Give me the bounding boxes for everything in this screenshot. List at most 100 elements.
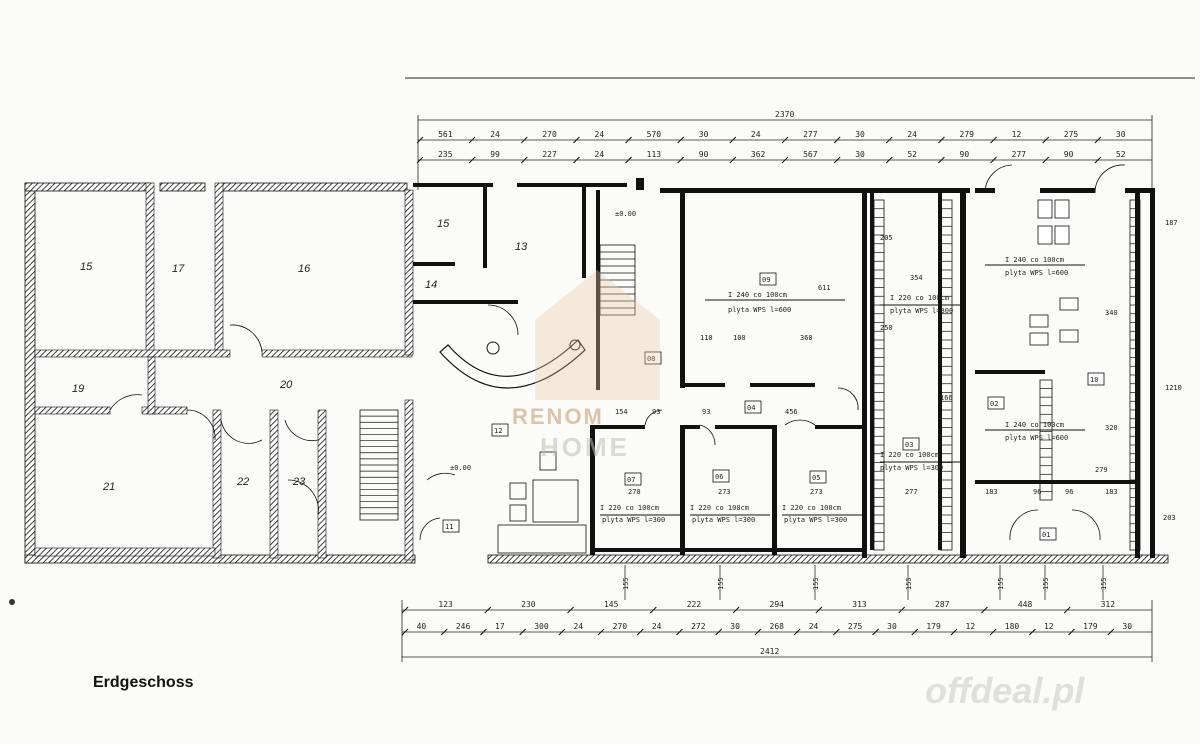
bottom-dimensions [401,600,1153,662]
top-dim-r2-10: 90 [960,150,970,159]
bot-dim-r2-tick-9 [754,628,762,636]
room-label-22: 22 [236,476,249,488]
bot-dim-r2-tick-3 [519,628,526,636]
beam-arrows [600,264,1085,516]
top-dim-r2-tick-5 [677,156,685,164]
top-dim-r2-11: 277 [1012,150,1027,159]
interior-dim-17: 205 [880,234,893,242]
top-dim-r1-3: 24 [595,130,605,139]
top-dim-r2-tick-4 [625,156,632,164]
slab-note-02: plyta WPS l=600 [1005,434,1068,442]
interior-dim-24: 203 [1163,514,1176,522]
interior-dim-6: 93 [702,408,710,416]
beam-note-09: I 240 co 100cm [728,291,787,299]
beam-note-03: I 220 co 100cm [880,451,939,459]
bot-dim-r1-5: 313 [852,600,867,609]
window-height-2: 155 [812,577,820,590]
interior-dim-1: 100 [733,334,746,342]
window-height-4: 155 [997,577,1005,590]
top-dim-r2-4: 113 [647,150,662,159]
stair-right [873,199,1141,551]
top-dim-r2-9: 52 [907,150,917,159]
top-dim-r1-1: 24 [490,130,500,139]
top-dim-r1-tick-3 [573,136,580,144]
bot-dim-r2-9: 268 [770,622,785,631]
slab-note-10: plyta WPS l=600 [1005,269,1068,277]
interior-dim-3: 611 [818,284,831,292]
top-dim-r1-10: 279 [960,130,975,139]
top-dim-r2-tick-1 [468,156,476,164]
interior-dim-4: 154 [615,408,628,416]
level-mark-2: ±0.00 [450,464,471,472]
room-label-19: 19 [72,383,84,395]
beam-note-04: I 220 co 100cm [890,294,949,302]
top-dim-r2-tick-10 [938,156,945,164]
bot-dim-r2-2: 17 [495,622,505,631]
top-dim-r2-tick-6 [729,156,737,164]
bot-dim-r2-tick-16 [1029,628,1036,636]
bot-dim-r2-13: 179 [926,622,941,631]
bot-dim-r1-tick-2 [567,606,574,614]
top-dim-r1-0: 561 [438,130,453,139]
top-dim-r2-0: 235 [438,150,453,159]
bot-dim-r1-tick-6 [898,606,906,614]
watermark-brand-line1: RENOM [512,404,604,429]
interior-dim-22: 340 [1105,309,1118,317]
bot-dim-r2-11: 275 [848,622,863,631]
top-dim-r1-13: 30 [1116,130,1126,139]
room-label-08: 08 [647,355,655,363]
bot-dim-r2-tick-17 [1068,628,1075,636]
top-dim-r2-13: 52 [1116,150,1126,159]
bot-dim-r1-4: 294 [770,600,785,609]
bot-dim-r2-16: 12 [1044,622,1054,631]
interior-dim-13: 96 [1033,488,1041,496]
bot-dim-r2-5: 270 [613,622,628,631]
watermark-house-icon [535,270,660,400]
top-dim-r2-tick-3 [573,156,580,164]
top-dim-r2-2: 227 [542,150,557,159]
bot-dim-r2-7: 272 [691,622,706,631]
top-dim-r1-tick-11 [990,136,997,144]
bot-dim-r2-6: 24 [652,622,662,631]
top-dim-r1-tick-7 [781,136,789,144]
bot-dim-r1-tick-7 [981,606,988,614]
top-dim-r1-tick-5 [677,136,685,144]
bot-dim-r1-1: 230 [521,600,536,609]
reception-counter [439,339,586,389]
bot-dim-r2-15: 180 [1005,622,1020,631]
bot-dim-r2-tick-7 [676,628,683,636]
bot-dim-r1-7: 448 [1018,600,1033,609]
room-label-03: 03 [905,441,913,449]
bot-dim-r2-12: 30 [887,622,897,631]
watermark-site: offdeal.pl [925,670,1085,711]
top-dim-r1-9: 24 [907,130,917,139]
top-dim-r1-6: 24 [751,130,761,139]
top-dim-r2-7: 567 [803,150,818,159]
top-dim-r1-8: 30 [855,130,865,139]
top-dim-r1-4: 570 [647,130,662,139]
bot-dim-r1-0: 123 [438,600,453,609]
top-dim-r1-tick-4 [625,136,632,144]
room-label-09: 09 [762,276,770,284]
stair-upper [599,244,636,316]
top-dim-r1-tick-10 [938,136,945,144]
beam-note-05: I 220 co 100cm [782,504,841,512]
scan-speck [9,599,15,605]
room-label-04: 04 [747,404,755,412]
beam-note-06: I 220 co 100cm [690,504,749,512]
interior-walls-middle [413,178,1155,558]
room-label-12: 12 [494,427,502,435]
room-tags-boxed [442,272,1105,541]
top-dim-r1-7: 277 [803,130,818,139]
bot-dim-r2-4: 24 [573,622,583,631]
bot-dim-r2-tick-12 [872,628,879,636]
top-dim-r1-11: 12 [1012,130,1022,139]
room-label-15b: 15 [437,218,450,230]
top-dim-r2-12: 90 [1064,150,1074,159]
top-dim-r1-tick-0 [416,136,424,144]
room-label-10: 10 [1090,376,1098,384]
